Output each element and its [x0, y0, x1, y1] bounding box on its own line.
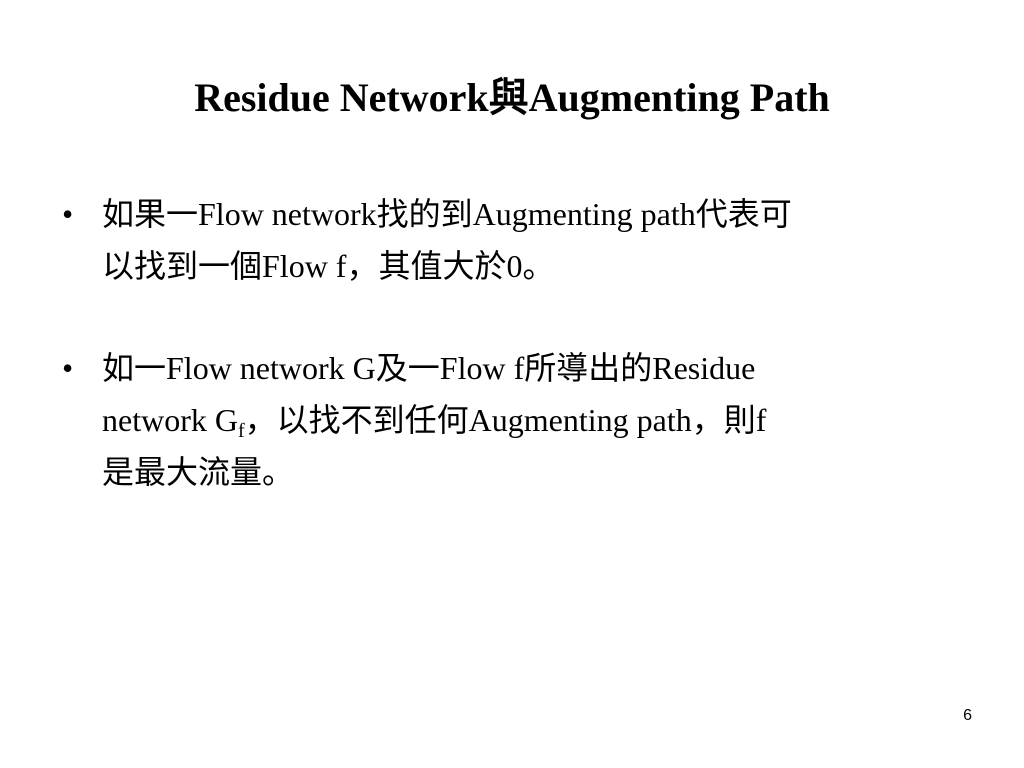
bullet-2-line-2-rest: ，以找不到任何Augmenting path，則f [244, 402, 767, 438]
bullet-1-line-2: 以找到一個Flow f，其值大於0。 [102, 248, 555, 284]
bullet-item-1: • 如果一Flow network找的到Augmenting path代表可 以… [62, 188, 962, 292]
bullet-2-line-1: 如一Flow network G及一Flow f所導出的Residue [102, 350, 756, 386]
bullet-2-line-2-text: network G [102, 402, 238, 438]
bullet-item-2: • 如一Flow network G及一Flow f所導出的Residue ne… [62, 342, 962, 498]
bullet-1-line-1: 如果一Flow network找的到Augmenting path代表可 [102, 196, 792, 232]
bullet-list: • 如果一Flow network找的到Augmenting path代表可 以… [62, 188, 962, 548]
bullet-marker: • [62, 196, 74, 232]
residue-subscript: f [237, 420, 245, 442]
page-number: 6 [963, 707, 972, 724]
bullet-marker: • [62, 350, 74, 386]
slide-title: Residue Network與Augmenting Path [194, 75, 830, 120]
bullet-2-line-3: 是最大流量。 [102, 454, 295, 490]
bullet-2-line-2: network Gf，以找不到任何Augmenting path，則f [102, 394, 962, 446]
